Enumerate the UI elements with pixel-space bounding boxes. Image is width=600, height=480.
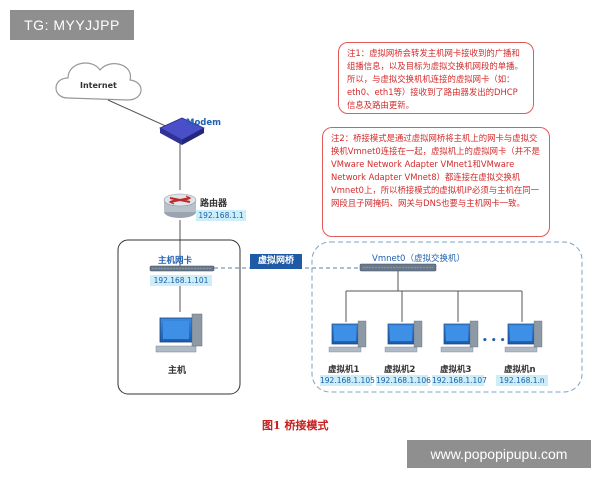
vm-ip: 192.168.1.107 — [432, 375, 487, 386]
vm-computer-icon — [384, 320, 423, 353]
vm-name: 虚拟机2 — [384, 365, 416, 375]
modem-label: Modem — [186, 118, 222, 128]
host-nic-ip: 192.168.1.101 — [150, 275, 212, 286]
vm-ellipsis: • • • — [482, 336, 506, 346]
vm-ip: 192.168.1.106 — [376, 375, 431, 386]
vm-name: 虚拟机n — [504, 365, 536, 375]
link-internet-modem — [107, 99, 171, 129]
host-container — [117, 239, 241, 395]
vmnet-switch-icon — [359, 263, 437, 272]
internet-label: Internet — [80, 81, 117, 90]
internet-cloud-icon — [55, 62, 142, 101]
vmnet-label: Vmnet0（虚拟交换机） — [372, 254, 465, 264]
host-nic-label: 主机网卡 — [158, 256, 193, 266]
figure-caption: 图1 桥接模式 — [262, 419, 329, 432]
bridge-label: 虚拟网桥 — [250, 254, 302, 269]
vm-computer-icon — [440, 320, 479, 353]
vm-ip: 192.168.1.105 — [320, 375, 375, 386]
router-ip: 192.168.1.1 — [196, 210, 246, 221]
note-1: 注1：虚拟网桥会转发主机网卡接收到的广播和组播信息，以及目标为虚拟交换机网段的单… — [338, 42, 534, 114]
vm-ip: 192.168.1.n — [496, 375, 548, 386]
vm-name: 虚拟机1 — [328, 365, 360, 375]
host-label: 主机 — [168, 366, 187, 376]
modem-icon — [159, 117, 205, 145]
vmnet-container — [311, 241, 583, 393]
router-icon — [163, 193, 197, 218]
vm-computer-icon — [504, 320, 543, 353]
host-computer-icon — [155, 313, 203, 353]
header-tag: TG: MYYJJPP — [10, 10, 134, 40]
router-label: 路由器 — [200, 199, 228, 209]
watermark: www.popopipupu.com — [407, 440, 591, 468]
vm-name: 虚拟机3 — [440, 365, 472, 375]
host-nic-icon — [149, 265, 215, 272]
vm-computer-icon — [328, 320, 367, 353]
note-2: 注2：桥接模式是通过虚拟网桥将主机上的网卡与虚拟交换机Vmnet0连接在一起，虚… — [322, 127, 550, 237]
